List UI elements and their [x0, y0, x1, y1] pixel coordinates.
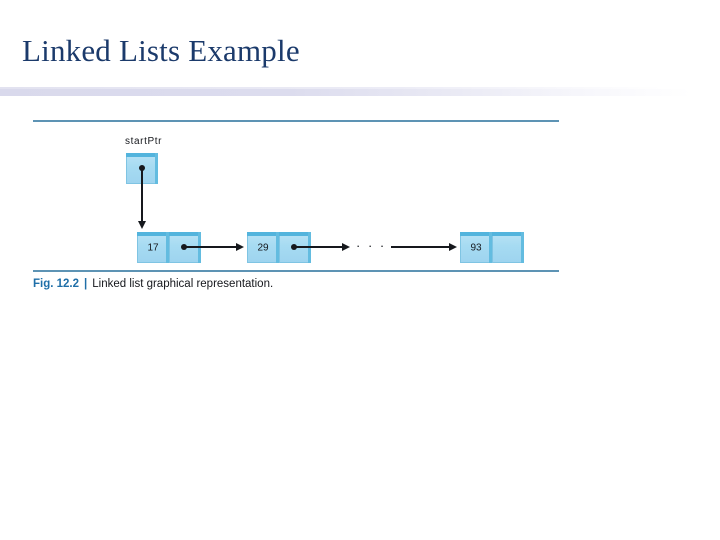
page-title: Linked Lists Example: [22, 33, 300, 68]
start-pointer-label: startPtr: [125, 136, 163, 147]
ellipsis-to-node-3-line: [391, 246, 453, 248]
header-accent-band-highlight: [0, 87, 720, 89]
slide-header: Linked Lists Example: [0, 0, 720, 97]
node-2-value: 29: [257, 242, 269, 253]
figure-caption: Fig. 12.2 | Linked list graphical represen…: [33, 278, 559, 290]
node-2-pointer-dot: [291, 244, 297, 250]
start-pointer-line: [141, 168, 143, 223]
node-3-pointer-cell-null: [492, 232, 524, 263]
node-1-to-node-2-line: [184, 246, 240, 248]
node-3-data-cell: 93: [460, 232, 492, 263]
node-1-data-cell: 17: [137, 232, 169, 263]
figure-caption-separator: |: [84, 278, 88, 290]
figure-caption-text: Linked list graphical representation.: [92, 278, 274, 290]
node-1-to-node-2-arrowhead: [236, 242, 244, 251]
omitted-nodes-ellipsis: · · ·: [356, 238, 387, 253]
node-1-pointer-cell: [169, 232, 201, 263]
header-accent-band: [0, 87, 720, 96]
node-2-to-ellipsis-arrowhead: [342, 242, 350, 251]
ellipsis-to-node-3-arrowhead: [449, 242, 457, 251]
node-1-value: 17: [147, 242, 159, 253]
node-1-pointer-dot: [181, 244, 187, 250]
figure-top-rule: [33, 120, 559, 122]
node-2-data-cell: 29: [247, 232, 279, 263]
start-pointer-arrowhead: [137, 221, 146, 229]
node-3-value: 93: [470, 242, 482, 253]
start-pointer-dot: [139, 165, 145, 171]
figure-block: startPtr 17 29 · · · 93 F: [33, 120, 559, 290]
node-2-to-ellipsis-line: [294, 246, 346, 248]
figure-number: Fig. 12.2: [33, 278, 80, 290]
linked-list-diagram: startPtr 17 29 · · · 93: [33, 122, 559, 270]
figure-bottom-rule: [33, 270, 559, 272]
